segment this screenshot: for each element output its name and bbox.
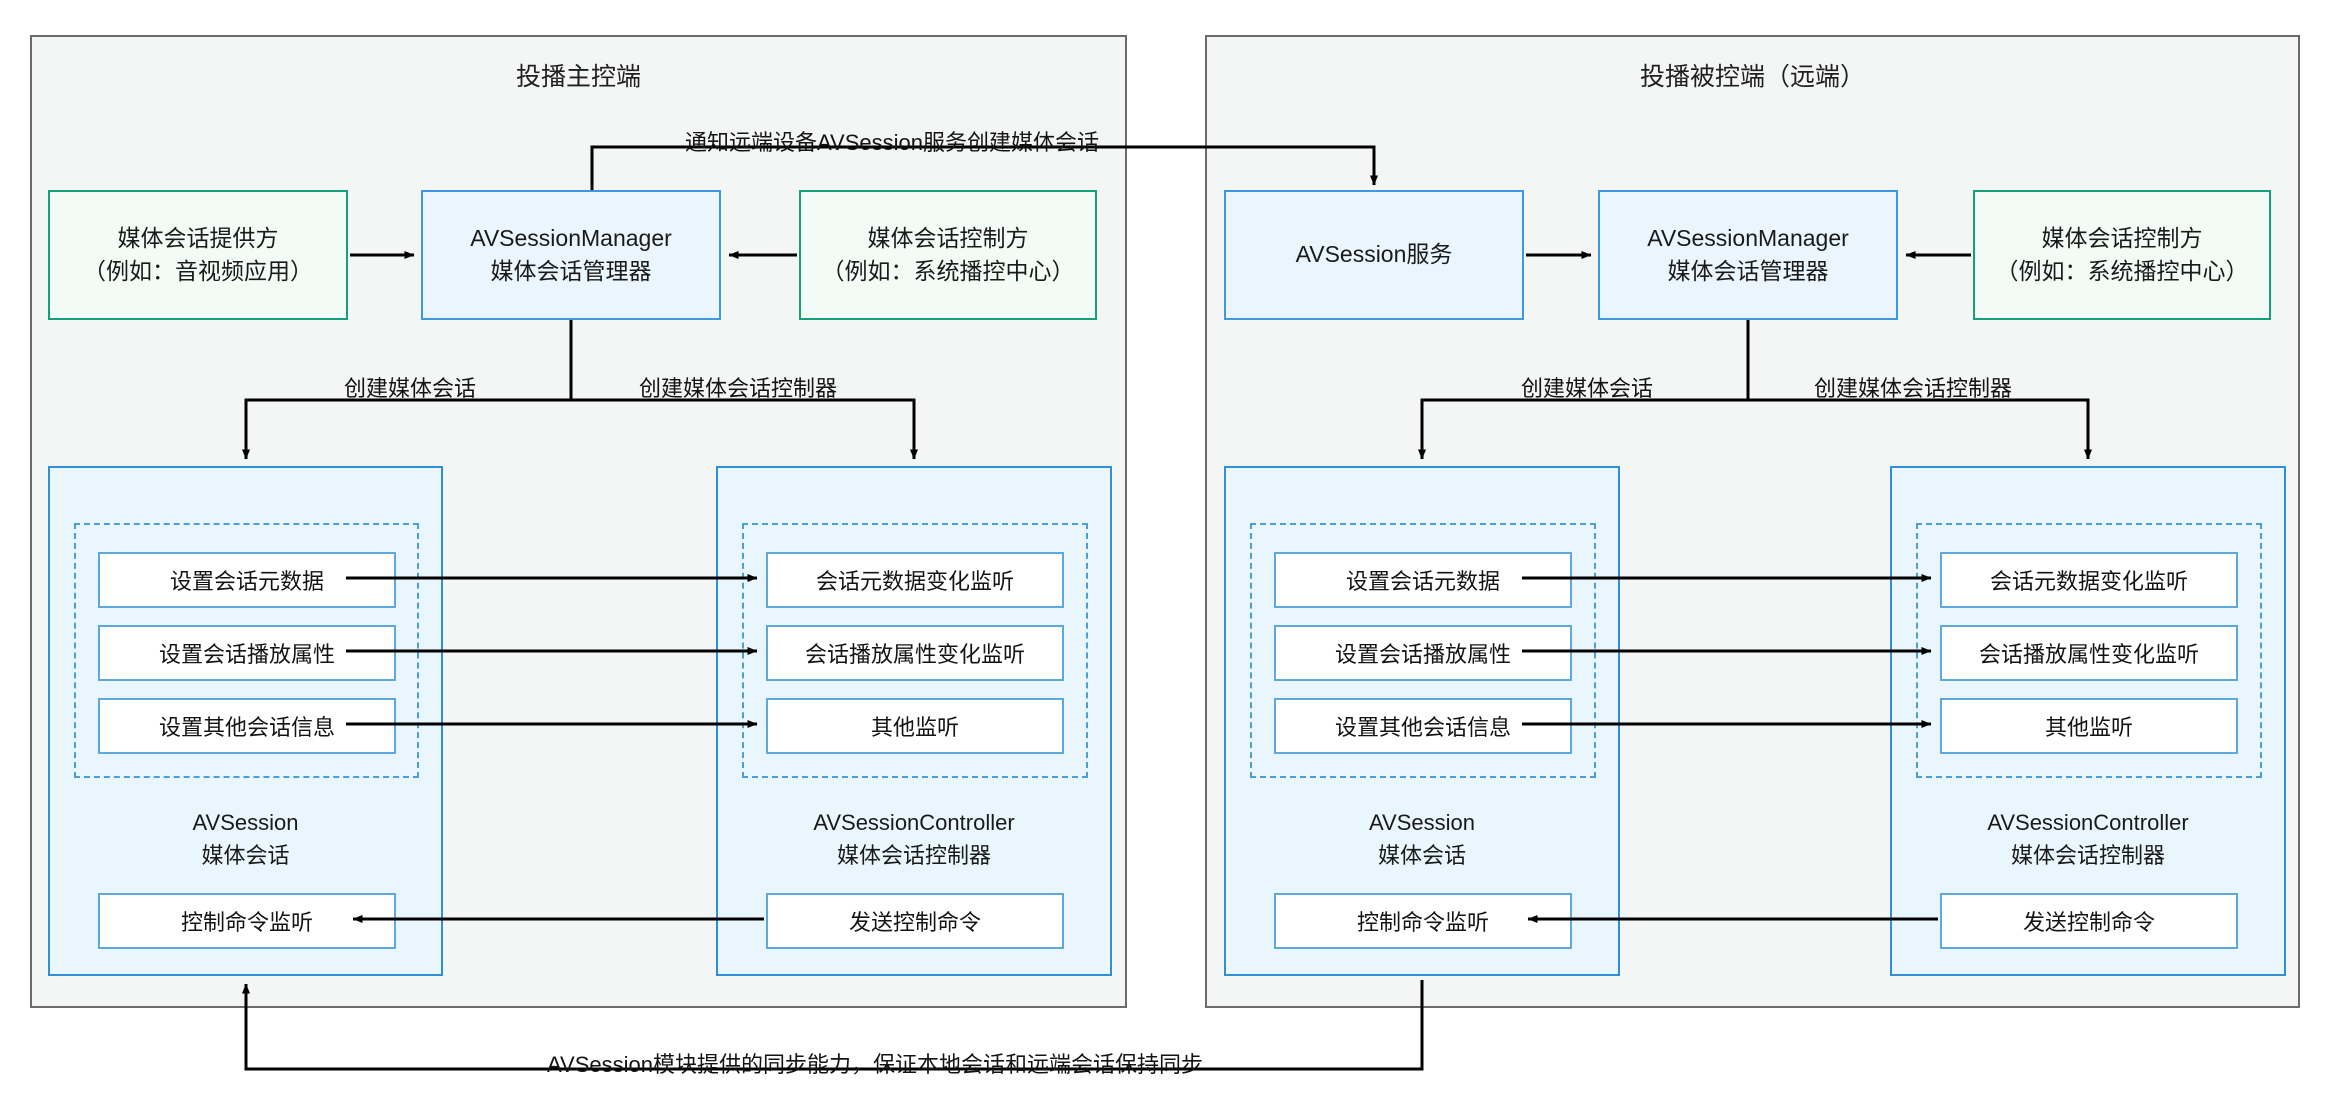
remote-controller-caption: AVSessionController 媒体会话控制器	[1892, 806, 2284, 872]
remote-service-line1: AVSession服务	[1295, 241, 1453, 268]
remote-ctrlparty-line1: 媒体会话控制方	[2041, 224, 2203, 251]
remote-manager-line2: 媒体会话管理器	[1667, 258, 1829, 284]
label-remote-create-session: 创建媒体会话	[1520, 376, 1654, 401]
local-controller-send-command[interactable]: 发送控制命令	[766, 893, 1064, 949]
label-sync-capability: AVSession模块提供的同步能力，保证本地会话和远端会话保持同步	[547, 1052, 1203, 1077]
local-session-caption: AVSession 媒体会话	[50, 806, 441, 872]
local-controller-caption-line2: 媒体会话控制器	[836, 843, 991, 868]
local-controller-item-0[interactable]: 会话元数据变化监听	[766, 552, 1064, 608]
container-local-avsessioncontroller: 会话元数据变化监听 会话播放属性变化监听 其他监听 AVSessionContr…	[716, 466, 1112, 976]
local-ctrlparty-line1: 媒体会话控制方	[867, 224, 1029, 251]
panel-local-title: 投播主控端	[515, 63, 641, 91]
local-session-caption-line1: AVSession	[192, 810, 299, 835]
node-local-avsessionmanager[interactable]: AVSessionManager 媒体会话管理器	[421, 190, 721, 320]
label-remote-create-controller: 创建媒体会话控制器	[1813, 376, 2013, 401]
local-session-command-listener[interactable]: 控制命令监听	[98, 893, 396, 949]
remote-controller-item-2[interactable]: 其他监听	[1940, 698, 2238, 754]
label-notify-remote-create-session: 通知远端设备AVSession服务创建媒体会话	[685, 130, 1099, 155]
remote-session-command-listener[interactable]: 控制命令监听	[1274, 893, 1572, 949]
node-media-session-provider[interactable]: 媒体会话提供方 （例如：音视频应用）	[48, 190, 348, 320]
node-local-controller-party[interactable]: 媒体会话控制方 （例如：系统播控中心）	[799, 190, 1097, 320]
remote-session-caption-line2: 媒体会话	[1377, 843, 1466, 868]
remote-controller-caption-line1: AVSessionController	[1987, 810, 2189, 835]
remote-manager-line1: AVSessionManager	[1647, 224, 1849, 251]
local-manager-line2: 媒体会话管理器	[490, 258, 652, 284]
remote-ctrlparty-line2: （例如：系统播控中心）	[1995, 258, 2249, 284]
remote-session-caption: AVSession 媒体会话	[1226, 806, 1618, 872]
local-session-caption-line2: 媒体会话	[201, 843, 290, 868]
remote-session-item-2[interactable]: 设置其他会话信息	[1274, 698, 1572, 754]
node-remote-controller-party[interactable]: 媒体会话控制方 （例如：系统播控中心）	[1973, 190, 2271, 320]
node-remote-avsession-service[interactable]: AVSession服务	[1224, 190, 1524, 320]
remote-session-item-0[interactable]: 设置会话元数据	[1274, 552, 1572, 608]
node-remote-avsessionmanager[interactable]: AVSessionManager 媒体会话管理器	[1598, 190, 1898, 320]
remote-controller-item-0[interactable]: 会话元数据变化监听	[1940, 552, 2238, 608]
label-local-create-controller: 创建媒体会话控制器	[638, 376, 838, 401]
container-local-avsession: 设置会话元数据 设置会话播放属性 设置其他会话信息 AVSession 媒体会话…	[48, 466, 443, 976]
remote-session-caption-line1: AVSession	[1369, 810, 1475, 835]
provider-line2: （例如：音视频应用）	[83, 258, 313, 284]
container-remote-avsession: 设置会话元数据 设置会话播放属性 设置其他会话信息 AVSession 媒体会话…	[1224, 466, 1620, 976]
label-local-create-session: 创建媒体会话	[343, 376, 477, 401]
panel-remote-title: 投播被控端（远端）	[1639, 63, 1865, 91]
provider-line1: 媒体会话提供方	[117, 224, 279, 251]
remote-controller-caption-line2: 媒体会话控制器	[2010, 843, 2165, 868]
remote-session-item-1[interactable]: 设置会话播放属性	[1274, 625, 1572, 681]
local-controller-caption-line1: AVSessionController	[813, 810, 1015, 835]
remote-controller-send-command[interactable]: 发送控制命令	[1940, 893, 2238, 949]
local-controller-caption: AVSessionController 媒体会话控制器	[718, 806, 1110, 872]
local-manager-line1: AVSessionManager	[470, 224, 672, 251]
local-ctrlparty-line2: （例如：系统播控中心）	[821, 258, 1075, 284]
local-controller-item-1[interactable]: 会话播放属性变化监听	[766, 625, 1064, 681]
remote-controller-item-1[interactable]: 会话播放属性变化监听	[1940, 625, 2238, 681]
local-session-item-1[interactable]: 设置会话播放属性	[98, 625, 396, 681]
container-remote-avsessioncontroller: 会话元数据变化监听 会话播放属性变化监听 其他监听 AVSessionContr…	[1890, 466, 2286, 976]
local-session-item-0[interactable]: 设置会话元数据	[98, 552, 396, 608]
local-controller-item-2[interactable]: 其他监听	[766, 698, 1064, 754]
local-session-item-2[interactable]: 设置其他会话信息	[98, 698, 396, 754]
